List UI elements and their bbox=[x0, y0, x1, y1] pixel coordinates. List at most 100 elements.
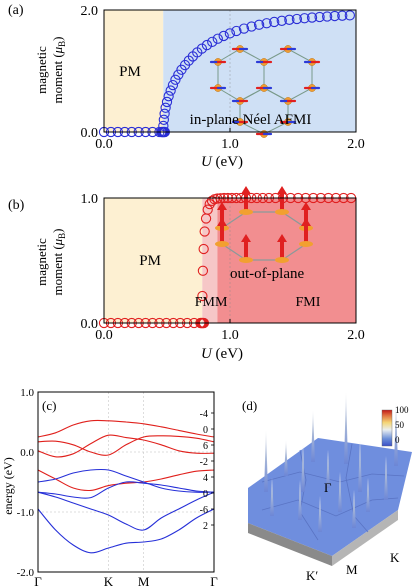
right-tick-label: -2 bbox=[200, 457, 208, 468]
data-point bbox=[269, 16, 280, 28]
panel-c-bands bbox=[37, 419, 215, 554]
data-point bbox=[329, 10, 340, 22]
data-point bbox=[224, 28, 236, 39]
panel-b-xlabel: U (eV) bbox=[201, 346, 243, 362]
x-tick-label: 0.0 bbox=[95, 328, 113, 343]
panel-d-label: (d) bbox=[242, 398, 257, 413]
colorbar-tick-label: 50 bbox=[395, 420, 405, 430]
data-point bbox=[199, 226, 210, 237]
panel-b-out-of-plane-label: out-of-plane bbox=[230, 266, 304, 282]
data-point bbox=[167, 79, 179, 91]
dos-peaks bbox=[264, 392, 398, 532]
data-point bbox=[314, 11, 325, 23]
y-tick-label: 0.0 bbox=[20, 447, 34, 459]
data-point bbox=[158, 120, 169, 132]
panel-a-ylabel: magnetic moment (μB) bbox=[34, 36, 67, 103]
colorbar-tick-label: 100 bbox=[395, 405, 409, 415]
x-tick-label: 2.0 bbox=[347, 328, 365, 343]
svg-text:moment (μB): moment (μB) bbox=[50, 228, 67, 295]
bz-point-label: M bbox=[346, 562, 358, 577]
band-line-5 bbox=[37, 481, 215, 499]
data-point bbox=[337, 10, 348, 21]
panel-b-fmm-label: FMM bbox=[195, 295, 228, 310]
region-0 bbox=[104, 10, 164, 132]
band-line-2 bbox=[37, 434, 215, 458]
data-point bbox=[170, 74, 181, 85]
data-point bbox=[238, 23, 250, 34]
data-point bbox=[231, 25, 242, 37]
right-tick-label: 6 bbox=[203, 441, 208, 452]
y-tick-label: 0.0 bbox=[81, 317, 99, 332]
panel-a-afmi-label: in-plane Néel AFMI bbox=[190, 112, 312, 128]
right-tick-label: 0 bbox=[203, 425, 208, 436]
panel-b-ylabel: magnetic moment (μB) bbox=[34, 228, 67, 295]
data-point bbox=[306, 12, 318, 23]
panel-c-label: (c) bbox=[42, 398, 56, 413]
data-point bbox=[261, 18, 272, 29]
data-point bbox=[197, 290, 208, 302]
right-tick-label: 2 bbox=[203, 521, 208, 532]
bz-point-label: Γ bbox=[324, 480, 332, 495]
data-point bbox=[212, 33, 223, 44]
y-tick-label: -1.0 bbox=[17, 507, 35, 519]
panel-c-ylabel: energy (eV) bbox=[1, 457, 15, 514]
x-tick-label: 1.0 bbox=[221, 328, 239, 343]
panel-a-label: (a) bbox=[8, 3, 24, 18]
panel-b-label: (b) bbox=[8, 198, 25, 213]
x-tick-label: 2.0 bbox=[347, 137, 365, 152]
panel-a: 0.0 1.0 2.0 0.0 2.0 (a) PM in-plane Néel AFM… bbox=[8, 3, 365, 170]
band-line-0 bbox=[37, 419, 215, 438]
svg-text:moment (μB): moment (μB) bbox=[50, 36, 67, 103]
right-tick-label: 4 bbox=[203, 473, 208, 484]
right-tick-label: -6 bbox=[200, 505, 208, 516]
data-point bbox=[163, 91, 174, 102]
y-tick-label: 2.0 bbox=[81, 4, 99, 19]
panel-a-xlabel: U (eV) bbox=[201, 154, 243, 170]
y-tick-label: -2.0 bbox=[17, 567, 35, 579]
region-1 bbox=[163, 10, 356, 132]
data-point bbox=[299, 13, 310, 24]
data-point bbox=[160, 102, 171, 113]
region-0 bbox=[104, 198, 203, 323]
colorbar-ticks: 100 50 0 bbox=[395, 405, 409, 445]
data-point bbox=[197, 265, 209, 276]
panel-d: (d) 100 50 0 bbox=[242, 392, 412, 583]
data-point bbox=[198, 243, 209, 255]
x-tick-label: K bbox=[104, 574, 114, 588]
colorbar bbox=[381, 409, 393, 447]
y-tick-label: 0.0 bbox=[81, 126, 99, 141]
svg-text:magnetic: magnetic bbox=[34, 238, 49, 286]
x-tick-label: 0.0 bbox=[95, 137, 113, 152]
out-of-plane-spin-structure-icon bbox=[215, 186, 313, 263]
data-point bbox=[202, 204, 213, 215]
colorbar-tick-label: 0 bbox=[395, 435, 400, 445]
panel-a-ticks: 0.0 1.0 2.0 0.0 2.0 bbox=[81, 4, 365, 152]
band-line-1 bbox=[37, 435, 215, 456]
panel-c-right-labels: -406-240-62 bbox=[200, 409, 214, 532]
data-point bbox=[159, 108, 170, 119]
band-line-7 bbox=[37, 508, 215, 554]
data-point bbox=[207, 36, 218, 47]
data-point bbox=[165, 85, 176, 96]
data-point bbox=[344, 10, 355, 21]
data-point bbox=[276, 15, 287, 26]
data-point bbox=[201, 39, 213, 51]
panel-b-fmi-label: FMI bbox=[296, 295, 321, 310]
y-tick-label: 1.0 bbox=[20, 387, 34, 399]
right-tick-label: -4 bbox=[200, 409, 208, 420]
data-point bbox=[284, 14, 295, 25]
band-line-3 bbox=[37, 469, 215, 492]
x-tick-label: 1.0 bbox=[221, 137, 239, 152]
panel-b-ticks: 0.0 1.0 2.0 0.0 1.0 bbox=[81, 192, 365, 343]
x-tick-label: Γ bbox=[210, 574, 218, 588]
data-point bbox=[218, 30, 229, 42]
x-tick-label: Γ bbox=[34, 574, 42, 588]
y-tick-label: 1.0 bbox=[81, 192, 99, 207]
panel-a-pm-label: PM bbox=[119, 64, 141, 80]
panel-b-pm-label: PM bbox=[139, 253, 161, 269]
